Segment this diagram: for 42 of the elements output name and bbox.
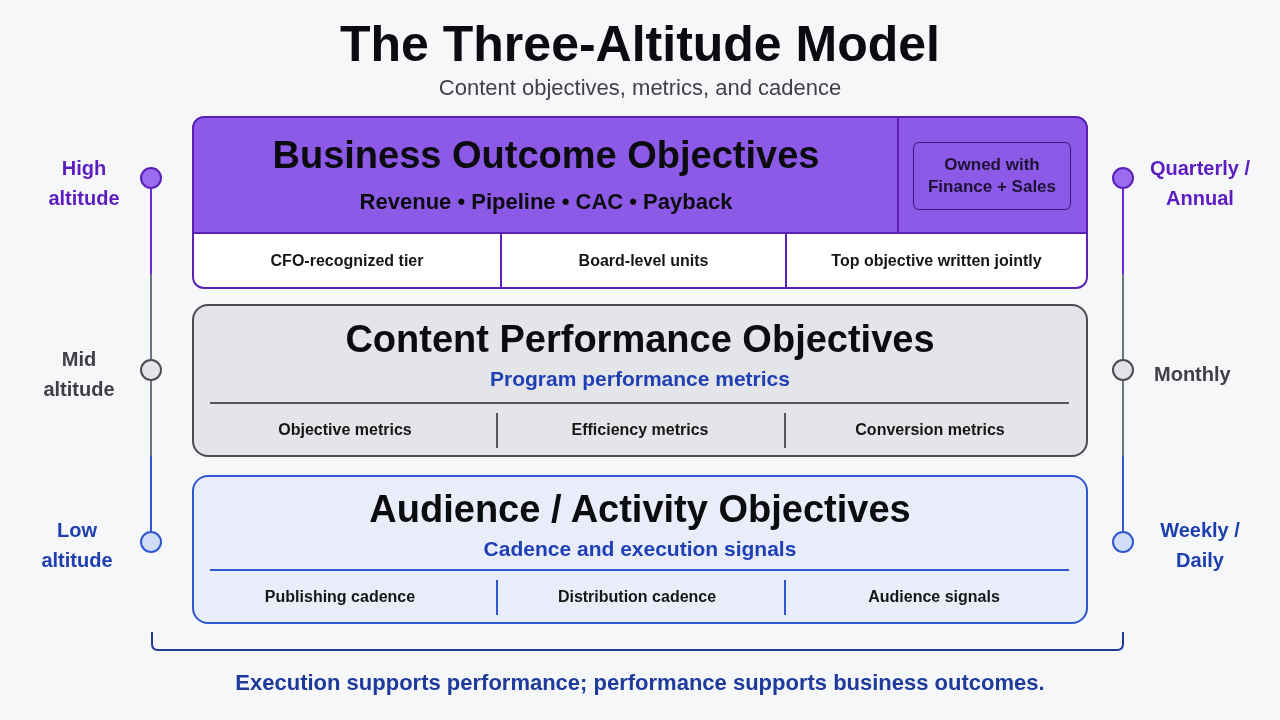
- tier-cell: [500, 232, 785, 287]
- objective-band: [192, 116, 1088, 289]
- timeline-marker: [140, 167, 162, 189]
- band-subtitle: Cadence and execution signals: [483, 536, 797, 562]
- timeline-line: [1122, 380, 1124, 532]
- timeline-line: [150, 188, 152, 360]
- band-heading: Audience / Activity Objectives: [369, 487, 911, 532]
- metric-label: Publishing cadence: [264, 587, 416, 607]
- tier-text: Board-level units: [578, 250, 709, 271]
- altitude-label: Low altitude: [41, 519, 113, 571]
- timeline-marker: [1112, 167, 1134, 189]
- metric-label: Conversion metrics: [855, 420, 1005, 440]
- diagram-title: The Three-Altitude Model: [340, 15, 940, 74]
- cadence-label: Weekly / Daily: [1160, 519, 1240, 571]
- band-metrics: Revenue • Pipeline • CAC • Payback: [359, 188, 733, 216]
- band-subtitle: Program performance metrics: [490, 366, 790, 392]
- objective-band: [192, 304, 1088, 457]
- diagram-subtitle: Content objectives, metrics, and cadence: [438, 73, 842, 102]
- ownership-note: Owned with Finance + Sales: [927, 155, 1056, 196]
- tier-text: Top objective written jointly: [831, 250, 1042, 271]
- metric-label: Objective metrics: [278, 420, 412, 440]
- metric-label: Efficiency metrics: [571, 420, 709, 440]
- ownership-tag: [913, 142, 1071, 210]
- band-heading: Content Performance Objectives: [345, 317, 935, 362]
- timeline-marker: [140, 359, 162, 381]
- objective-band: [192, 475, 1088, 624]
- timeline-marker: [1112, 359, 1134, 381]
- cadence-label: Monthly: [1154, 363, 1231, 385]
- altitude-label: High altitude: [48, 157, 120, 209]
- band-heading: Business Outcome Objectives: [272, 133, 820, 178]
- timeline-line: [1122, 188, 1124, 360]
- metric-label: Audience signals: [868, 587, 1000, 607]
- diagram-caption: Execution supports performance; performance supports business outcomes.: [235, 669, 1045, 697]
- metric-label: Distribution cadence: [557, 587, 717, 607]
- cadence-label: Quarterly / Annual: [1149, 157, 1250, 209]
- tier-cell: [785, 232, 1086, 287]
- timeline-marker: [1112, 531, 1134, 553]
- tier-text: CFO-recognized tier: [270, 250, 424, 271]
- timeline-line: [150, 380, 152, 532]
- altitude-label: Mid altitude: [43, 348, 115, 400]
- tier-cell: [194, 232, 500, 287]
- timeline-marker: [140, 531, 162, 553]
